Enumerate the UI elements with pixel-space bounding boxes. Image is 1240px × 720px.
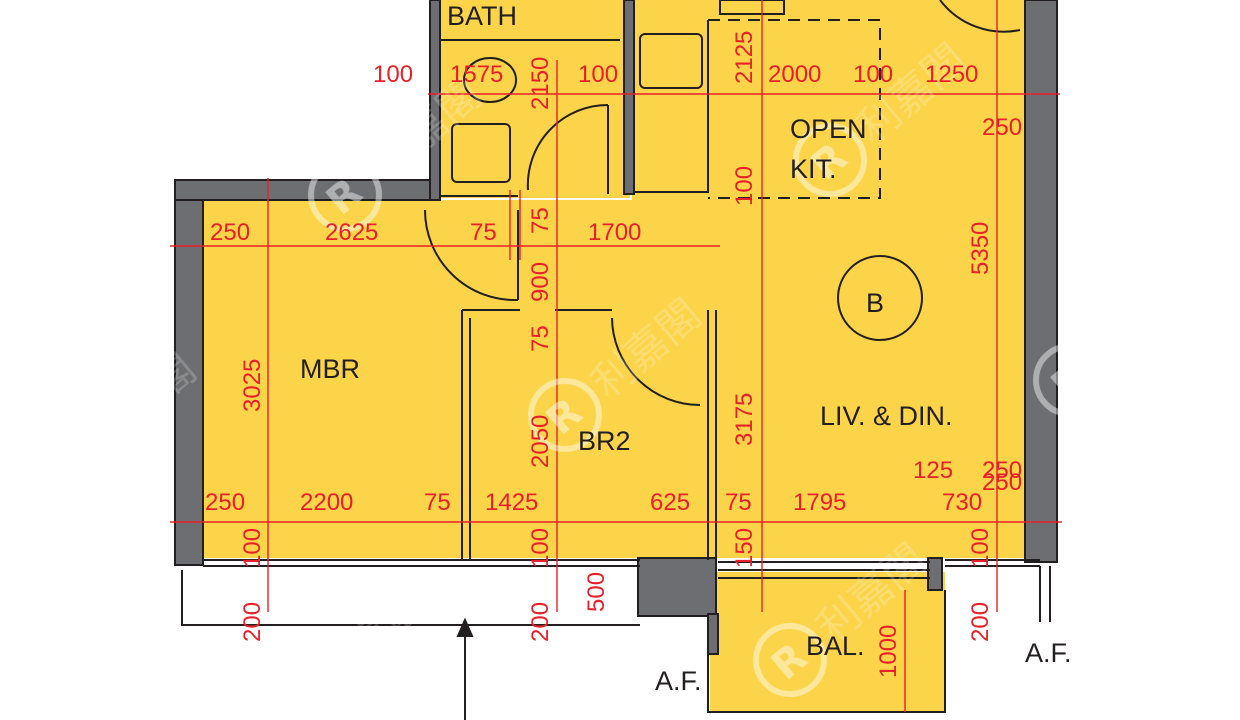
- interior-lines: [181, 0, 1051, 713]
- dim-text: 2125: [731, 31, 758, 84]
- dimension-lines: [170, 0, 1062, 712]
- dim-text: 75: [470, 219, 497, 246]
- watermark-text: 利嘉閣: [307, 579, 435, 698]
- dim-text: 500: [583, 572, 610, 612]
- dim-text: 250: [982, 469, 1022, 496]
- fixtures: [451, 0, 785, 183]
- dimension-texts: 100 1575 100 2000 100 1250 250 250 250 2…: [205, 61, 1022, 516]
- dim-text: 250: [205, 489, 245, 516]
- wall-bal-left: [707, 613, 719, 655]
- dim-text: 100: [853, 61, 893, 88]
- unit-circle: [837, 255, 923, 341]
- dimension-texts-vertical: 2150 2125 100 5350 75 900 75 2050 3025 3…: [239, 31, 994, 678]
- dim-text: 75: [725, 489, 752, 516]
- dim-text: 1700: [588, 219, 641, 246]
- door-arc-kitchen: [939, 0, 1021, 33]
- room-label-open-kit-1: OPEN: [790, 114, 867, 144]
- dim-text: 200: [527, 602, 554, 642]
- wall-left: [174, 179, 204, 566]
- label-af-right: A.F.: [1025, 638, 1072, 668]
- dim-text: 2625: [325, 219, 378, 246]
- room-label-br2: BR2: [578, 426, 631, 456]
- dim-text: 1250: [925, 61, 978, 88]
- unit-label: B: [866, 288, 884, 318]
- dim-text: 2150: [527, 57, 554, 110]
- floor-areas: [203, 0, 1025, 712]
- dim-text: 125: [913, 457, 953, 484]
- dim-text: 5350: [967, 222, 994, 275]
- dim-text: 250: [982, 114, 1022, 141]
- wall-kitchen-left: [623, 0, 635, 195]
- dim-text: 900: [527, 262, 554, 302]
- door-arc-mbr: [424, 209, 519, 302]
- dim-text: 3175: [731, 393, 758, 446]
- door-arc-br2: [611, 317, 701, 406]
- dim-text: 150: [731, 528, 758, 568]
- dim-text: 200: [967, 602, 994, 642]
- dim-text: 100: [373, 61, 413, 88]
- wall-bal-right: [927, 557, 943, 591]
- kitchen-dashed: [708, 19, 881, 199]
- dim-text: 1575: [450, 61, 503, 88]
- floor-balcony: [710, 572, 945, 712]
- wall-bath-left: [429, 0, 441, 201]
- room-label-open-kit-2: KIT.: [790, 154, 837, 184]
- dim-text: 2050: [527, 415, 554, 468]
- dim-text: 2200: [300, 489, 353, 516]
- dim-text: 100: [731, 166, 758, 206]
- dim-text: 250: [982, 457, 1022, 484]
- dim-text: 730: [942, 489, 982, 516]
- label-af-left: A.F.: [655, 666, 702, 696]
- dim-text: 200: [239, 602, 266, 642]
- dim-text: 1425: [485, 489, 538, 516]
- dim-text: 75: [527, 207, 554, 234]
- dim-text: 100: [967, 528, 994, 568]
- dim-text: 3025: [239, 359, 266, 412]
- sink-kitchen: [639, 33, 703, 89]
- dim-text: 75: [527, 325, 554, 352]
- room-label-mbr: MBR: [300, 354, 360, 384]
- basin-bath: [451, 123, 511, 183]
- room-labels: BATH OPEN KIT. B MBR BR2 LIV. & DIN. BAL…: [300, 1, 1072, 696]
- door-arc-corridor: [526, 103, 609, 194]
- hob-kitchen: [719, 0, 785, 15]
- dim-text: 1000: [875, 625, 902, 678]
- floor-main: [203, 200, 1025, 558]
- dim-text: 75: [424, 489, 451, 516]
- room-label-liv-din: LIV. & DIN.: [820, 401, 953, 431]
- entrance-arrow: [456, 617, 474, 720]
- dim-text: 625: [650, 489, 690, 516]
- wall-right: [1024, 0, 1058, 563]
- dim-text: 100: [527, 528, 554, 568]
- wall-column: [637, 557, 717, 617]
- toilet: [463, 57, 517, 103]
- watermark-text: 利嘉閣: [1087, 254, 1215, 373]
- dim-text: 250: [210, 219, 250, 246]
- dim-text: 100: [239, 528, 266, 568]
- dim-text: 100: [578, 61, 618, 88]
- room-label-bath: BATH: [447, 1, 517, 31]
- dim-text: 1795: [793, 489, 846, 516]
- dim-text: 2000: [768, 61, 821, 88]
- room-label-bal: BAL.: [806, 631, 865, 661]
- wall-mbr-top: [174, 179, 441, 201]
